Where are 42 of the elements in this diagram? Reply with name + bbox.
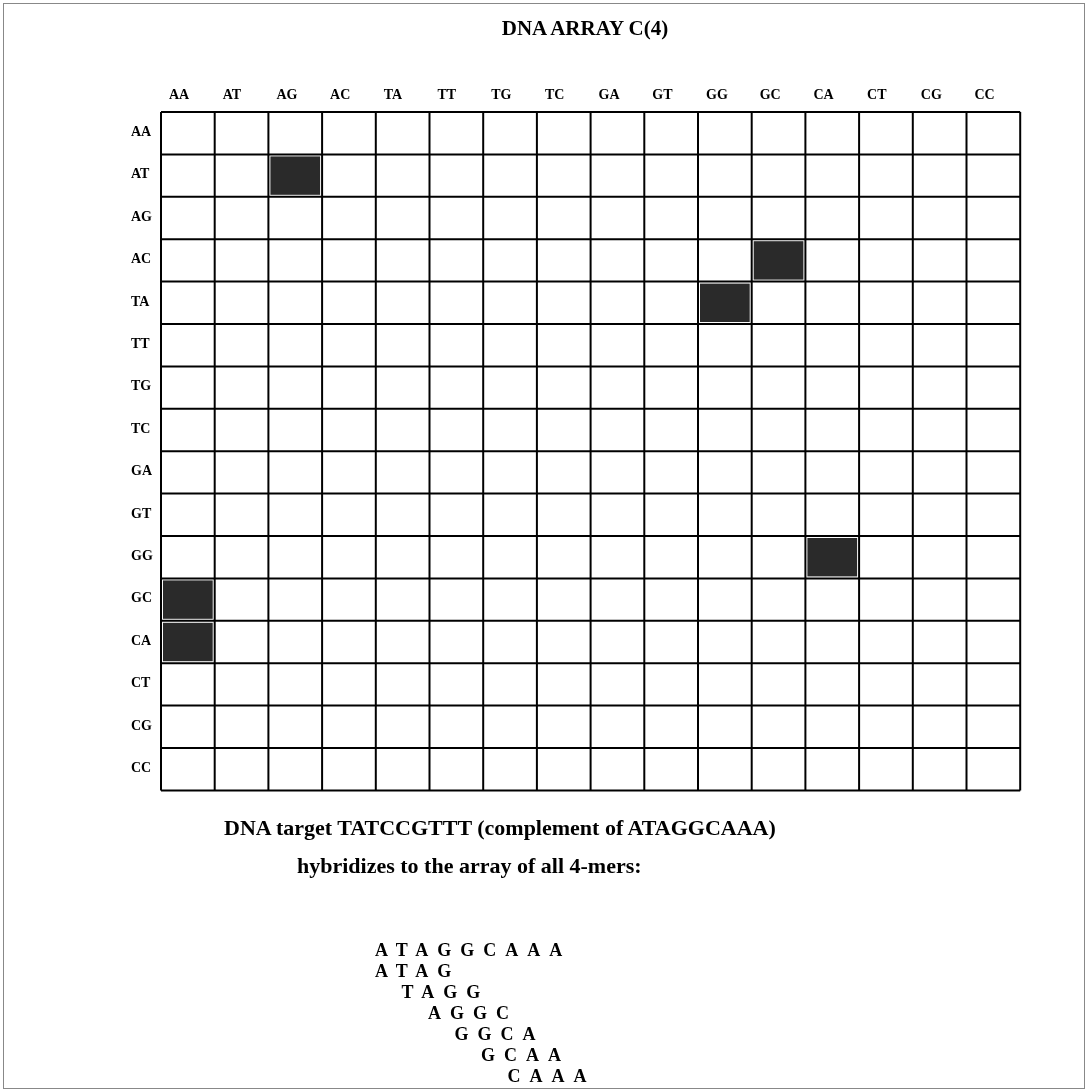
row-header: CC: [131, 760, 152, 776]
column-header: TC: [544, 87, 565, 103]
row-header: AA: [131, 124, 152, 140]
row-header: AT: [131, 166, 150, 183]
column-header: GG: [706, 87, 728, 103]
row-header: AC: [131, 251, 152, 268]
sequence-text: AGGC: [428, 1003, 518, 1024]
row-header: CA: [131, 632, 152, 649]
row-header: CT: [131, 675, 151, 692]
column-header: TA: [383, 87, 403, 103]
column-header: AC: [330, 87, 351, 103]
column-header: CT: [867, 87, 887, 103]
row-header: GC: [131, 590, 152, 607]
column-header: AG: [276, 87, 298, 103]
row-header: GT: [131, 505, 152, 522]
column-header: CC: [974, 87, 995, 103]
sequence-text: ATAG: [375, 961, 461, 982]
sequence-text: TAGG: [401, 982, 490, 1003]
row-header: TC: [131, 420, 151, 437]
title: DNA ARRAY C(4): [500, 16, 670, 41]
row-header: TT: [131, 336, 150, 352]
row-header: AG: [131, 208, 152, 225]
row-header: CG: [131, 717, 152, 734]
row-header: TA: [131, 293, 150, 310]
sequence-text: GCAA: [481, 1045, 570, 1066]
column-header: TG: [491, 87, 512, 103]
caption-text: hybridizes to the array of all 4-mers:: [297, 853, 642, 879]
row-header: GA: [131, 463, 152, 480]
caption-text: DNA target TATCCGTTT (complement of ATAGGCAAA): [224, 815, 776, 841]
column-header: CG: [920, 87, 942, 103]
column-header: TT: [437, 87, 457, 103]
column-header: GA: [598, 87, 620, 103]
column-header: AA: [169, 87, 190, 103]
row-header: TG: [131, 378, 152, 395]
column-header: GC: [759, 87, 781, 103]
sequence-text: CAAA: [507, 1066, 596, 1087]
row-header: GG: [131, 548, 153, 564]
column-header: CA: [813, 87, 834, 103]
column-header: AT: [222, 87, 242, 103]
sequence-text: ATAGGCAAA: [375, 940, 572, 961]
column-header: GT: [652, 87, 673, 103]
sequence-text: GGCA: [454, 1024, 545, 1045]
